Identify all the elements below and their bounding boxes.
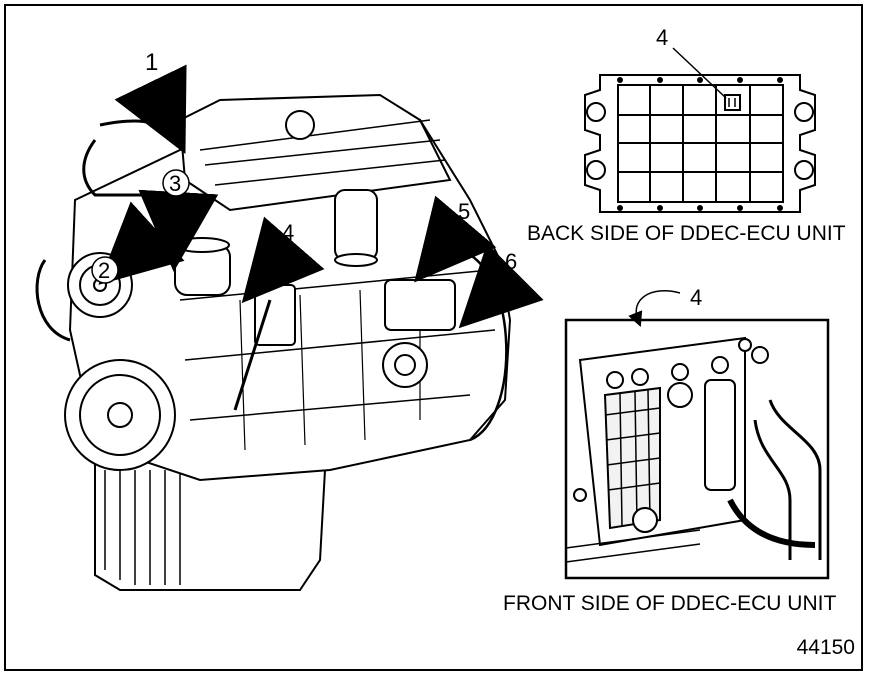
callout-4-back: 4 [656,25,668,50]
arrow-3 [138,189,219,272]
callout-3-bubble [162,169,190,197]
callout-1: 1 [145,49,158,76]
ecu-back-view [584,47,816,213]
callout-4-front: 4 [690,285,702,310]
engine-callouts: 1 3 2 4 5 6 [91,49,544,329]
callout-5: 5 [458,199,470,224]
figure-number: 44150 [796,636,855,659]
callout-6: 6 [505,249,517,274]
caption-back-side: BACK SIDE OF DDEC-ECU UNIT [527,222,846,245]
arrow-1 [114,64,187,154]
callout-2-bubble [91,256,119,284]
arrow-2 [98,201,185,285]
leader-4-front [628,290,681,327]
leader-4-back [672,47,727,99]
ecu-front-view [564,318,830,580]
engine-illustration [35,93,512,591]
callout-2: 2 [98,258,110,283]
caption-front-side: FRONT SIDE OF DDEC-ECU UNIT [503,592,837,615]
arrow-4-engine [241,216,325,304]
arrow-5 [414,195,497,283]
callout-4-engine: 4 [282,220,294,245]
callout-3: 3 [169,171,181,196]
figure-frame [4,4,863,671]
arrow-6 [458,243,544,329]
